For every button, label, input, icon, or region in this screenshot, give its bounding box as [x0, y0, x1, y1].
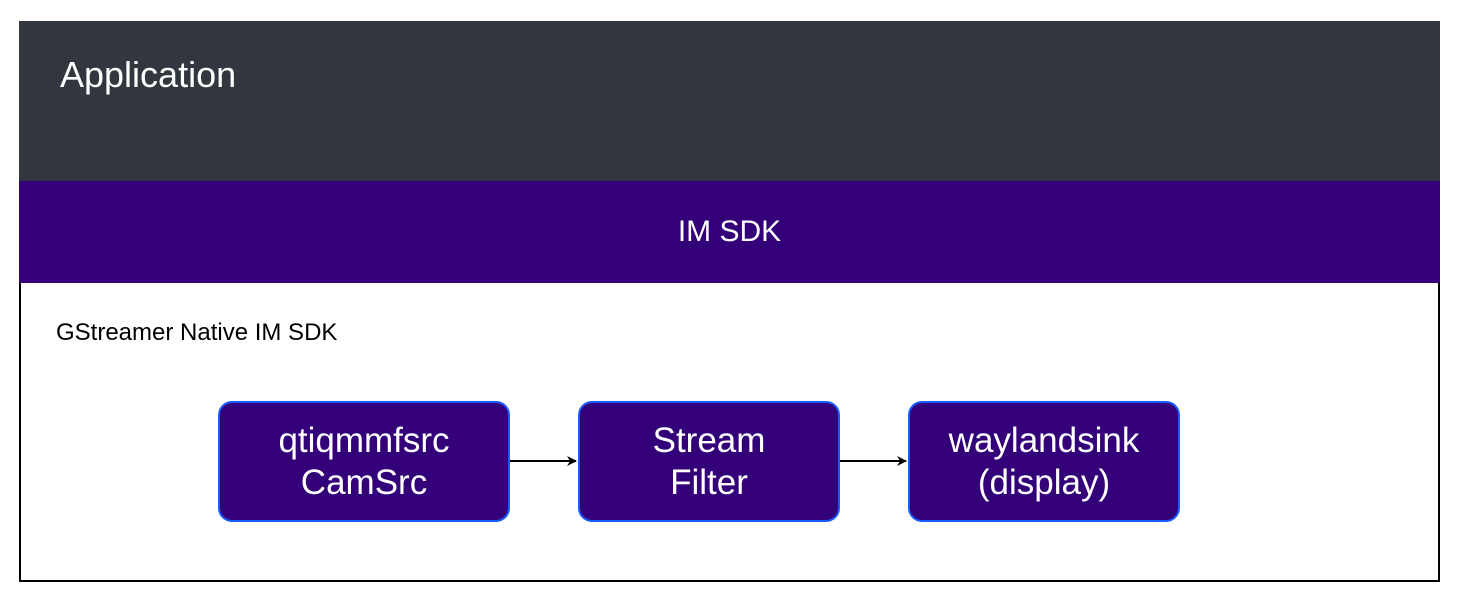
im-sdk-layer-label: IM SDK	[677, 215, 782, 248]
application-layer-label: Application	[60, 54, 237, 95]
application-layer: Application	[19, 21, 1440, 181]
im-sdk-layer: IM SDK	[19, 181, 1440, 283]
node-filter-line2: Filter	[670, 462, 748, 502]
node-filter-line1: Stream	[652, 420, 766, 460]
node-camsrc-line1: qtiqmmfsrc	[278, 420, 450, 460]
node-sink-line2: (display)	[977, 462, 1111, 502]
node-camsrc-line2: CamSrc	[300, 462, 428, 502]
gstreamer-native-layer-label: GStreamer Native IM SDK	[56, 319, 338, 346]
node-qtiqmmfsrc-camsrc: qtiqmmfsrc CamSrc	[218, 401, 510, 522]
node-waylandsink-display: waylandsink (display)	[908, 401, 1180, 522]
node-stream-filter: Stream Filter	[578, 401, 840, 522]
node-sink-line1: waylandsink	[948, 420, 1140, 460]
